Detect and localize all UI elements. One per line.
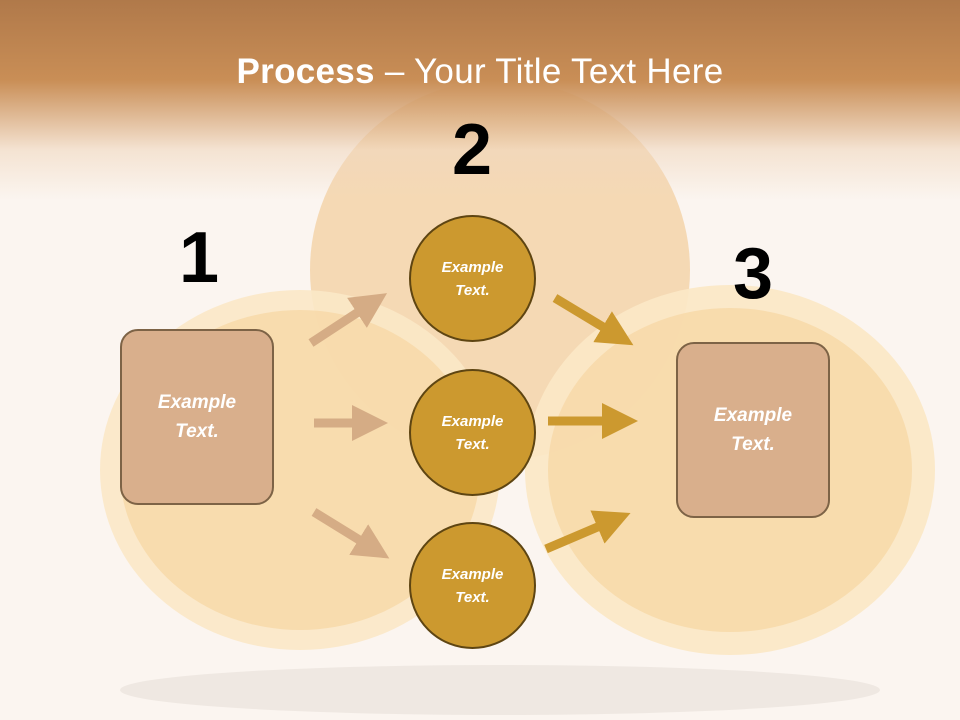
title-rest: – Your Title Text Here xyxy=(374,52,724,91)
circle-3-line-2: Text. xyxy=(455,588,490,606)
title-bold: Process xyxy=(236,52,375,91)
step-number-3: 3 xyxy=(732,234,774,314)
circle-1-line-2: Text. xyxy=(455,281,490,299)
step-number-2: 2 xyxy=(451,110,493,190)
header-band xyxy=(0,0,960,200)
arrow-box-to-circle-1 xyxy=(308,293,388,347)
circle-3-line-1: Example xyxy=(441,565,504,583)
step-number-1: 1 xyxy=(178,218,220,298)
circle-2-line-1: Example xyxy=(441,412,504,430)
arrow-circle-1-to-box xyxy=(552,294,634,346)
box-right-line-1: Example xyxy=(713,405,793,426)
box-left-line-2: Text. xyxy=(175,421,219,442)
box-left-line-1: Example xyxy=(157,392,237,413)
circle-2-line-2: Text. xyxy=(455,435,490,453)
circle-1-line-1: Example xyxy=(441,258,504,276)
box-right-line-2: Text. xyxy=(731,434,775,455)
page-title: Process – Your Title Text Here xyxy=(0,52,960,92)
arrow-box-to-circle-3 xyxy=(311,508,390,559)
arrow-circle-3-to-box xyxy=(544,510,631,554)
